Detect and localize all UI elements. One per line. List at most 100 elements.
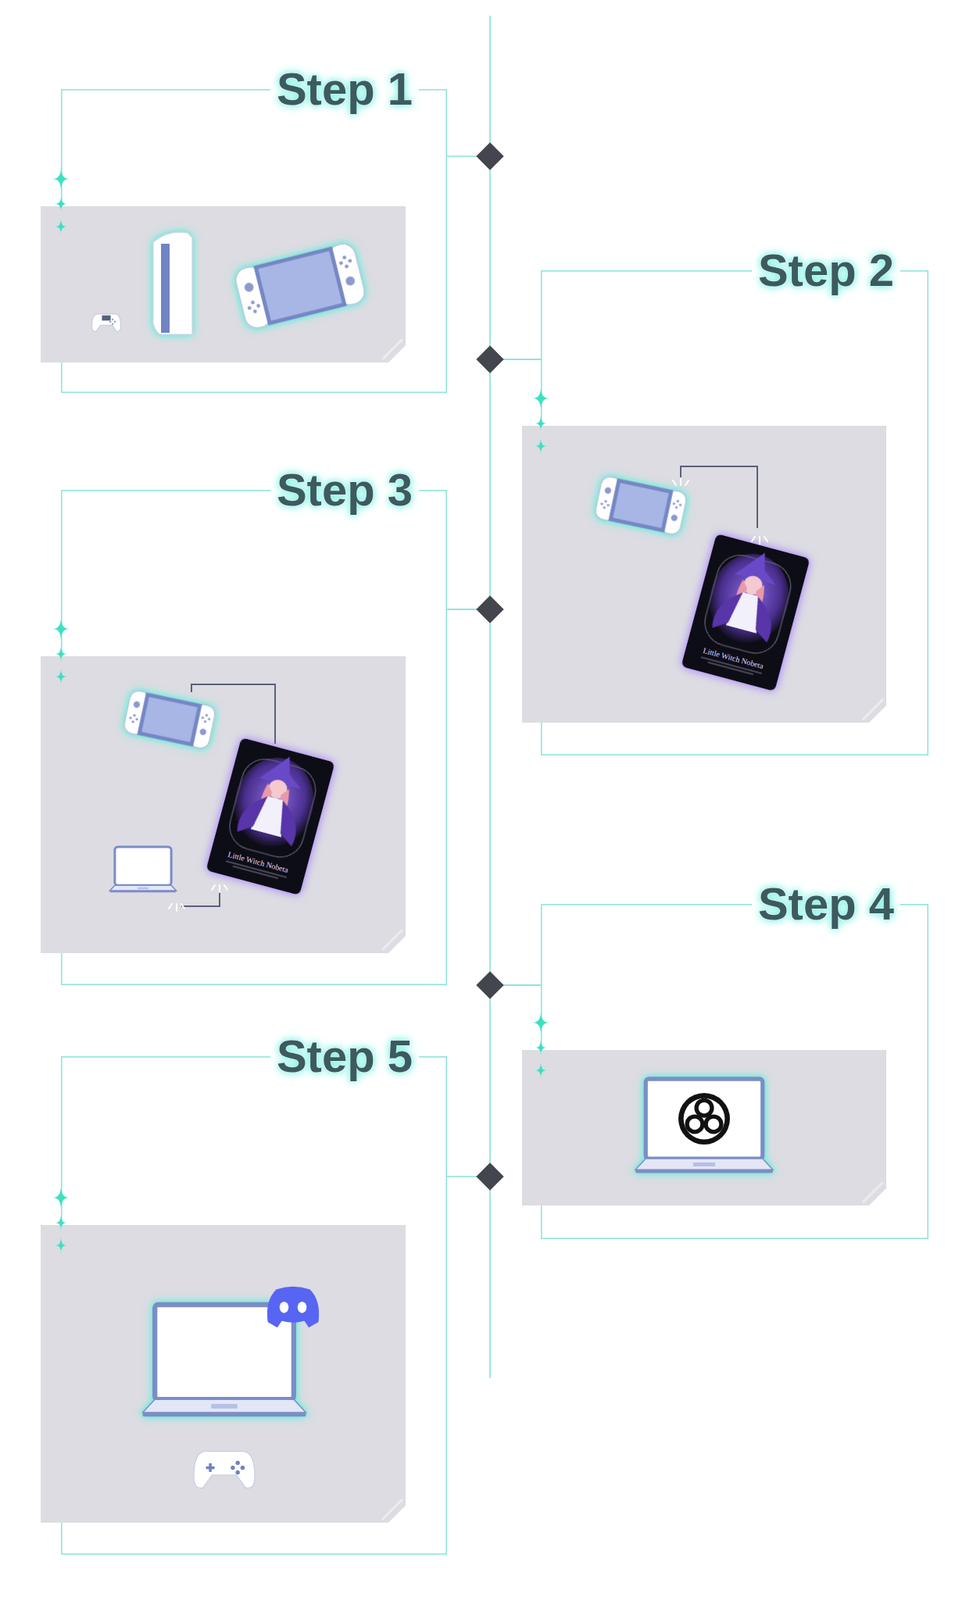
button — [203, 720, 208, 724]
frame-outline — [60, 490, 448, 986]
sparkle — [533, 1011, 550, 1035]
step-title: Step 2 — [751, 245, 901, 296]
button — [207, 717, 211, 721]
panel — [40, 1225, 406, 1524]
gamepad — [193, 1452, 255, 1489]
card-body — [205, 737, 335, 896]
laptop-base — [110, 885, 177, 891]
button — [131, 720, 135, 724]
witch-cape — [711, 586, 779, 644]
panel-mark — [382, 930, 403, 951]
timeline-diamond — [475, 595, 504, 623]
sparkle — [55, 1215, 67, 1231]
button — [675, 506, 679, 510]
pad-body — [92, 314, 122, 332]
laptop-edge — [110, 890, 177, 893]
pad-button — [111, 318, 115, 322]
laptop-notch — [693, 1162, 716, 1167]
spark — [211, 885, 215, 891]
frame-line — [61, 1057, 447, 1555]
gamepad — [92, 314, 122, 332]
switch-console — [232, 241, 367, 331]
pad-button — [109, 321, 112, 324]
button — [342, 255, 347, 261]
switch-console — [122, 689, 217, 750]
stick — [604, 486, 612, 495]
obs-logo — [678, 1093, 730, 1145]
discord-logo — [267, 1287, 319, 1329]
panel-mark — [382, 339, 403, 360]
stick — [670, 514, 679, 523]
switch-console — [593, 475, 688, 536]
step-frame: Step 3 — [60, 490, 448, 986]
pad-button — [235, 1470, 240, 1475]
button — [676, 499, 680, 503]
timeline-diamond — [475, 345, 504, 373]
laptop-base — [143, 1399, 307, 1413]
obs-disc — [678, 1093, 730, 1145]
step-frame: Step 4 — [540, 904, 929, 1240]
step-frame: Step 5 — [60, 1056, 448, 1556]
button — [256, 304, 262, 309]
ps5-shell — [153, 232, 193, 335]
sparkle — [55, 196, 67, 212]
switch-body — [136, 692, 202, 748]
timeline — [489, 1176, 491, 1379]
discord-eye — [279, 1302, 290, 1313]
frame-outline — [540, 270, 929, 756]
timeline-diamond — [475, 971, 504, 999]
laptop-screen — [645, 1079, 763, 1160]
card-body — [680, 533, 810, 692]
sparkle — [535, 1040, 547, 1056]
panel-mark — [862, 1182, 884, 1203]
capture-card — [680, 533, 810, 692]
switch-body — [253, 246, 347, 326]
sparkle — [55, 218, 67, 235]
panel — [522, 425, 887, 723]
obs-eye — [698, 1102, 711, 1115]
spark — [672, 480, 677, 486]
sparkle — [535, 1062, 547, 1079]
switch-body — [608, 478, 673, 534]
button — [347, 258, 353, 264]
obs-eye — [689, 1119, 702, 1131]
button — [344, 264, 350, 269]
sparkle — [53, 1186, 70, 1210]
laptop-edge — [635, 1169, 773, 1174]
timeline — [489, 15, 491, 157]
button — [606, 504, 610, 508]
discord-body — [267, 1287, 319, 1329]
step-title: Step 4 — [751, 879, 901, 930]
step-title: Step 5 — [270, 1031, 419, 1082]
obs-ring — [683, 1098, 726, 1141]
spark — [679, 478, 682, 486]
button — [200, 716, 204, 720]
stick — [344, 275, 356, 287]
spark — [175, 904, 178, 912]
switch-screen — [141, 697, 197, 743]
laptop — [110, 847, 177, 893]
timeline-connector — [447, 156, 541, 360]
laptop-notch — [137, 887, 149, 890]
sparkle — [55, 668, 67, 685]
frame-outline — [60, 89, 448, 394]
frame-line — [61, 89, 447, 393]
sparkle — [55, 1237, 67, 1254]
sparkle — [533, 386, 550, 411]
button — [604, 500, 608, 504]
panel — [522, 1050, 887, 1206]
sparkle — [535, 438, 547, 455]
timeline-diamond — [475, 142, 504, 170]
pad-body — [193, 1452, 255, 1489]
pad-button — [114, 321, 117, 324]
button — [132, 714, 136, 718]
card-art — [224, 749, 324, 858]
spark — [758, 536, 761, 544]
step-title: Step 3 — [270, 465, 419, 516]
card-art — [699, 545, 799, 654]
ps5-core — [160, 243, 170, 333]
witch-cape — [236, 790, 304, 848]
obs-blade — [703, 1114, 723, 1134]
spark — [218, 885, 221, 893]
